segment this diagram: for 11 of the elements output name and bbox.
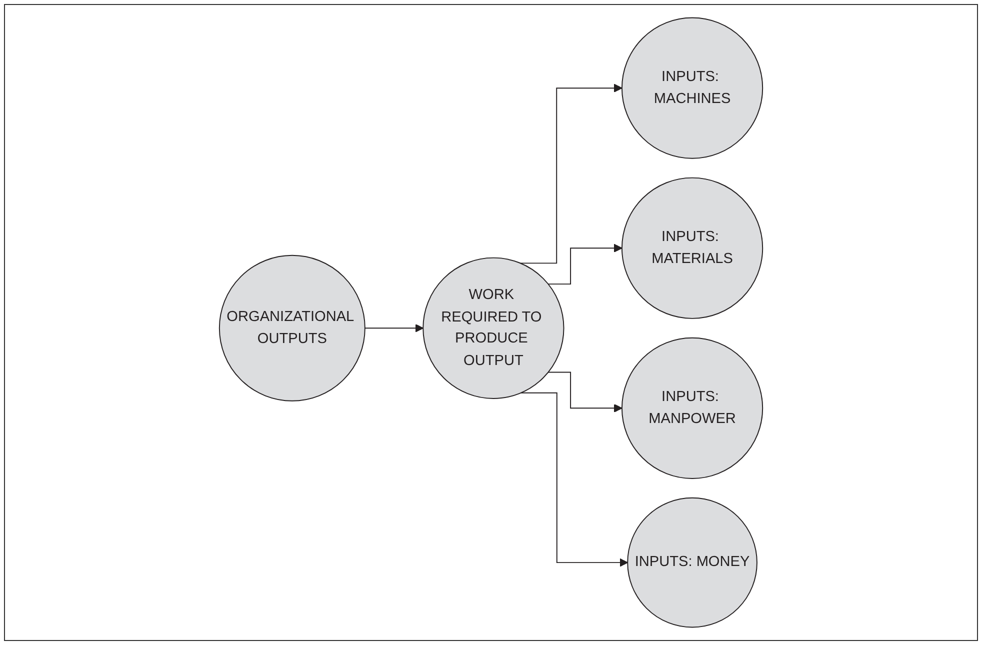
arrow xyxy=(548,372,622,412)
node-circle: INPUTS: MATERIALS xyxy=(621,177,764,319)
arrow xyxy=(364,324,424,332)
arrow xyxy=(520,392,628,567)
node-circle: WORK REQUIRED TO PRODUCE OUTPUT xyxy=(422,257,564,399)
node-circle: INPUTS: MANPOWER xyxy=(621,337,764,479)
node-circle: ORGANIZATIONAL OUTPUTS xyxy=(218,254,366,402)
arrow xyxy=(520,84,622,264)
node-circle: INPUTS: MACHINES xyxy=(621,17,764,159)
arrow xyxy=(548,244,622,285)
node-circle: INPUTS: MONEY xyxy=(627,497,758,628)
